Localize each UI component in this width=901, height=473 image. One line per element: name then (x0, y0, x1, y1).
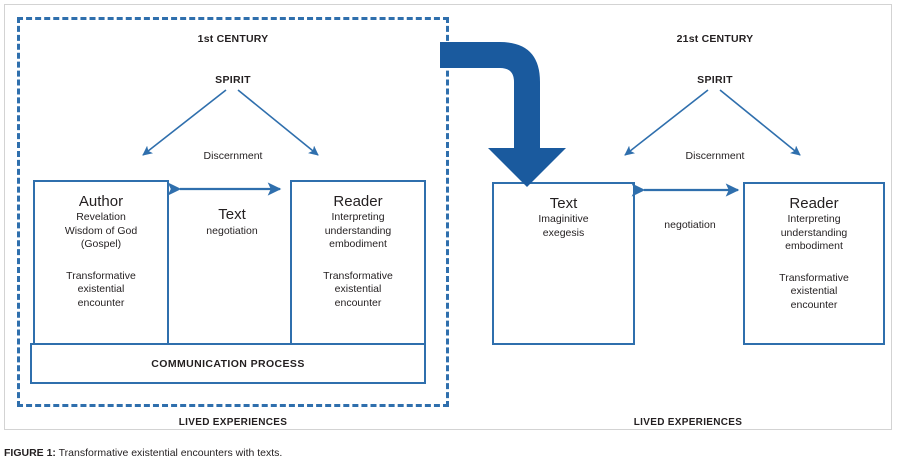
box-reader-left-line-2: understanding (324, 224, 392, 237)
box-author-tail-2: existential (77, 283, 125, 295)
left-middle-label: Text negotiation (184, 205, 280, 238)
box-author-tail-1: Transformative (66, 269, 136, 282)
left-panel-title: 1st CENTURY (197, 33, 269, 45)
box-text-right-title: Text (549, 195, 578, 212)
box-reader-left-line-1: Interpreting (331, 211, 385, 223)
box-author-spacer (35, 252, 167, 270)
box-author-line-3: (Gospel) (80, 238, 122, 250)
box-reader-left-title: Reader (333, 193, 383, 210)
right-lived-experiences-label: LIVED EXPERIENCES (633, 417, 743, 428)
right-discernment-label: Discernment (685, 150, 745, 162)
box-reader-left-line-3: embodiment (329, 238, 387, 250)
communication-process-label: COMMUNICATION PROCESS (151, 357, 305, 370)
box-reader-left-spacer (292, 252, 424, 270)
box-text-right-line-2: exegesis (542, 226, 585, 239)
box-text-right: Text Imaginitive exegesis (492, 182, 635, 345)
right-middle-label: negotiation (642, 218, 738, 232)
box-author-tail-3: encounter (77, 296, 125, 309)
left-middle-title: Text (218, 206, 246, 223)
left-spirit-label: SPIRIT (215, 74, 251, 86)
box-reader-left-tail-2: existential (334, 283, 382, 295)
box-reader-right-title: Reader (789, 195, 839, 212)
right-panel-title: 21st CENTURY (676, 33, 754, 45)
box-author: Author Revelation Wisdom of God (Gospel)… (33, 180, 169, 345)
box-reader-right: Reader Interpreting understanding embodi… (743, 182, 885, 345)
box-reader-right-line-1: Interpreting (787, 213, 841, 225)
box-reader-right-tail-2: existential (790, 285, 838, 297)
communication-process-box: COMMUNICATION PROCESS (30, 343, 426, 384)
first-century-dashed-region (17, 17, 449, 407)
box-text-right-line-1: Imaginitive (538, 213, 589, 225)
box-author-title: Author (78, 193, 124, 210)
right-middle-subtitle: negotiation (664, 219, 716, 231)
left-discernment-label: Discernment (203, 150, 263, 162)
box-reader-left-tail-3: encounter (334, 296, 382, 309)
box-author-line-2: Wisdom of God (64, 224, 138, 237)
box-reader-right-tail-3: encounter (790, 298, 838, 311)
box-author-line-1: Revelation (76, 211, 126, 223)
left-middle-subtitle: negotiation (206, 225, 258, 237)
figure-caption-text: Transformative existential encounters wi… (55, 447, 283, 459)
figure-caption: FIGURE 1: Transformative existential enc… (4, 446, 894, 460)
box-reader-right-spacer (745, 254, 883, 272)
box-reader-left-tail-1: Transformative (323, 269, 393, 282)
box-reader-left: Reader Interpreting understanding embodi… (290, 180, 426, 345)
figure-caption-label: FIGURE 1: (4, 447, 56, 459)
left-lived-experiences-label: LIVED EXPERIENCES (178, 417, 288, 428)
right-spirit-label: SPIRIT (697, 74, 733, 86)
box-reader-right-line-2: understanding (780, 226, 848, 239)
box-reader-right-tail-1: Transformative (779, 271, 849, 284)
box-reader-right-line-3: embodiment (785, 240, 843, 252)
